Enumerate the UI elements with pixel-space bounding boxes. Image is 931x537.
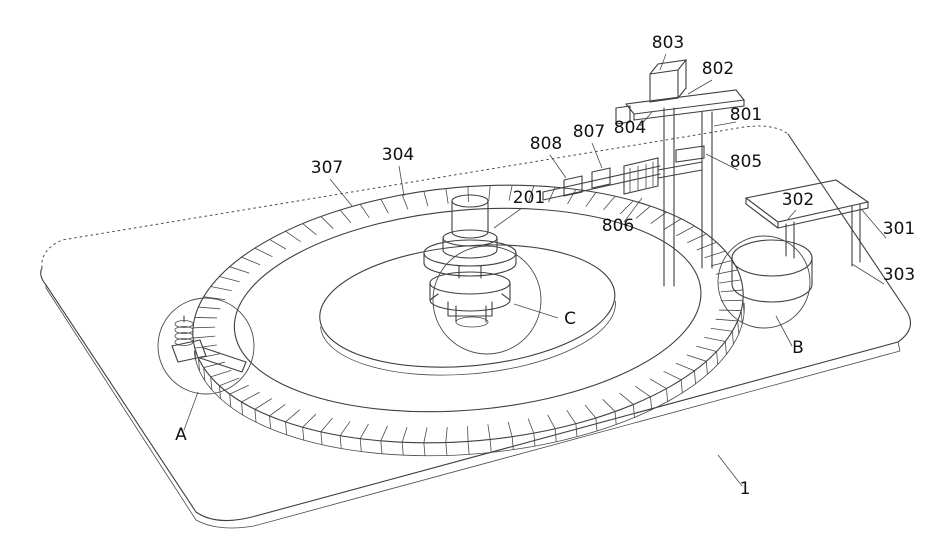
disc-platform bbox=[319, 244, 616, 368]
label-1: 1 bbox=[740, 479, 751, 499]
disc-platform-thickness bbox=[320, 300, 616, 376]
leader-804 bbox=[639, 111, 653, 127]
base-plate-thickness bbox=[45, 284, 901, 529]
stop-arm bbox=[199, 347, 247, 373]
label-805: 805 bbox=[730, 152, 762, 172]
leader-301 bbox=[861, 209, 887, 239]
label-801: 801 bbox=[730, 105, 762, 125]
leader-C bbox=[513, 303, 559, 319]
collar-808 bbox=[563, 175, 583, 197]
label-806: 806 bbox=[602, 216, 634, 236]
collar-807 bbox=[591, 167, 611, 189]
leader-307 bbox=[329, 178, 353, 207]
hub-bottom-cap bbox=[455, 316, 489, 328]
leader-802 bbox=[687, 79, 713, 95]
label-302: 302 bbox=[782, 190, 814, 210]
housing-806 bbox=[623, 157, 659, 195]
label-B: B bbox=[792, 338, 804, 358]
shaft-top-cylinder bbox=[451, 200, 489, 239]
leader-B bbox=[775, 315, 793, 347]
press-bracket-assembly bbox=[615, 59, 746, 287]
tab-804 bbox=[615, 105, 631, 125]
base-plate-top-edge bbox=[41, 125, 789, 269]
crossbar-802 bbox=[624, 89, 746, 121]
hub-body bbox=[429, 282, 511, 312]
label-804: 804 bbox=[614, 118, 646, 138]
leader-303 bbox=[851, 263, 885, 285]
label-802: 802 bbox=[702, 59, 734, 79]
leader-805 bbox=[705, 153, 739, 171]
detail-circle-B bbox=[717, 235, 811, 329]
gear-teeth bbox=[192, 184, 745, 457]
leg-303 bbox=[785, 221, 795, 259]
housing-806-hatch bbox=[629, 161, 654, 193]
spring-coil-1 bbox=[174, 320, 194, 328]
rod-to-post bbox=[657, 161, 703, 179]
post-front bbox=[663, 107, 675, 287]
label-303: 303 bbox=[883, 265, 915, 285]
label-201: 201 bbox=[513, 188, 545, 208]
base-plate-outline bbox=[40, 133, 912, 522]
plate-805 bbox=[675, 145, 705, 163]
label-307: 307 bbox=[311, 158, 343, 178]
detail-markers bbox=[157, 235, 811, 395]
leader-201 bbox=[493, 207, 523, 229]
stop-base-block bbox=[171, 339, 207, 363]
leader-807 bbox=[591, 142, 603, 169]
shaft-collar-side bbox=[442, 237, 498, 259]
gear-outer-rim bbox=[192, 184, 744, 444]
rack-assembly bbox=[542, 157, 703, 201]
label-808: 808 bbox=[530, 134, 562, 154]
leader-806 bbox=[623, 197, 643, 223]
leader-304 bbox=[398, 165, 405, 197]
leader-801 bbox=[713, 121, 737, 127]
cylinder-top bbox=[731, 239, 813, 277]
label-301: 301 bbox=[883, 219, 915, 239]
label-304: 304 bbox=[382, 145, 414, 165]
leg-301 bbox=[851, 203, 861, 267]
leader-A bbox=[183, 391, 199, 431]
rack-rod bbox=[542, 165, 661, 201]
leader-803 bbox=[659, 53, 667, 71]
leader-302 bbox=[787, 209, 797, 220]
detail-circle-A bbox=[157, 297, 255, 395]
hub-top bbox=[429, 271, 511, 295]
ring-gear bbox=[192, 184, 745, 457]
cylinder-body bbox=[731, 257, 813, 303]
shaft-top-cap bbox=[451, 194, 489, 208]
post-rear bbox=[701, 111, 713, 269]
label-A: A bbox=[175, 425, 187, 445]
spring-coil-2 bbox=[174, 326, 194, 334]
labels: 803 802 801 804 807 808 805 304 307 201 … bbox=[175, 33, 915, 499]
plate-302 bbox=[744, 179, 870, 229]
flange bbox=[423, 239, 517, 267]
spring-stop-assembly bbox=[171, 315, 247, 373]
leader-808 bbox=[549, 154, 567, 179]
label-807: 807 bbox=[573, 122, 605, 142]
central-shaft-assembly bbox=[423, 194, 517, 328]
box-803 bbox=[649, 59, 688, 103]
support-bracket-assembly bbox=[731, 179, 870, 303]
base-plate bbox=[40, 125, 912, 529]
label-C: C bbox=[564, 309, 576, 329]
label-803: 803 bbox=[652, 33, 684, 53]
leader-1 bbox=[717, 454, 743, 487]
hub-notches bbox=[447, 301, 493, 323]
gear-inner-rim bbox=[233, 207, 702, 413]
detail-circle-C bbox=[432, 245, 542, 355]
leader-lines bbox=[183, 53, 887, 487]
spring-coil-3 bbox=[174, 332, 194, 340]
gear-teeth-bottom-arc bbox=[193, 302, 745, 457]
